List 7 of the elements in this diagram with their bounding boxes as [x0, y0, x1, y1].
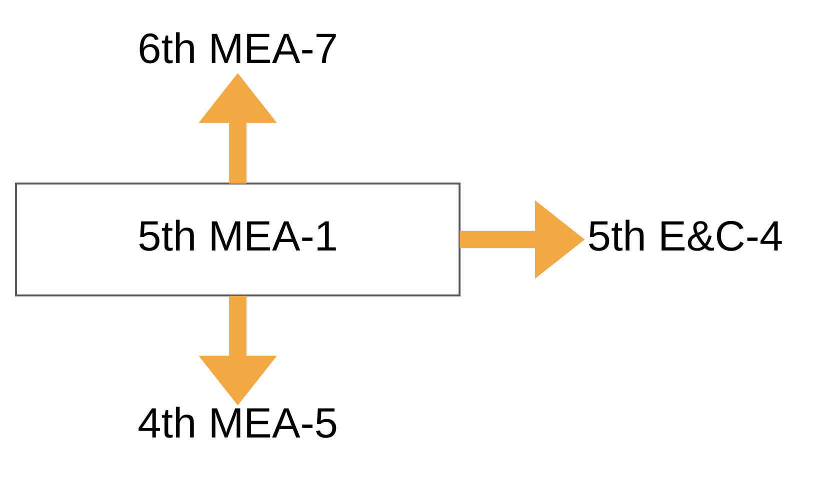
- node-box: 5th MEA-1: [15, 182, 461, 296]
- arrow: [198, 296, 277, 406]
- node-text: 4th MEA-5: [138, 399, 338, 446]
- node-text: 6th MEA-7: [138, 25, 338, 72]
- arrow: [198, 73, 277, 184]
- arrow: [460, 200, 585, 279]
- node-text: 5th E&C-4: [587, 212, 784, 260]
